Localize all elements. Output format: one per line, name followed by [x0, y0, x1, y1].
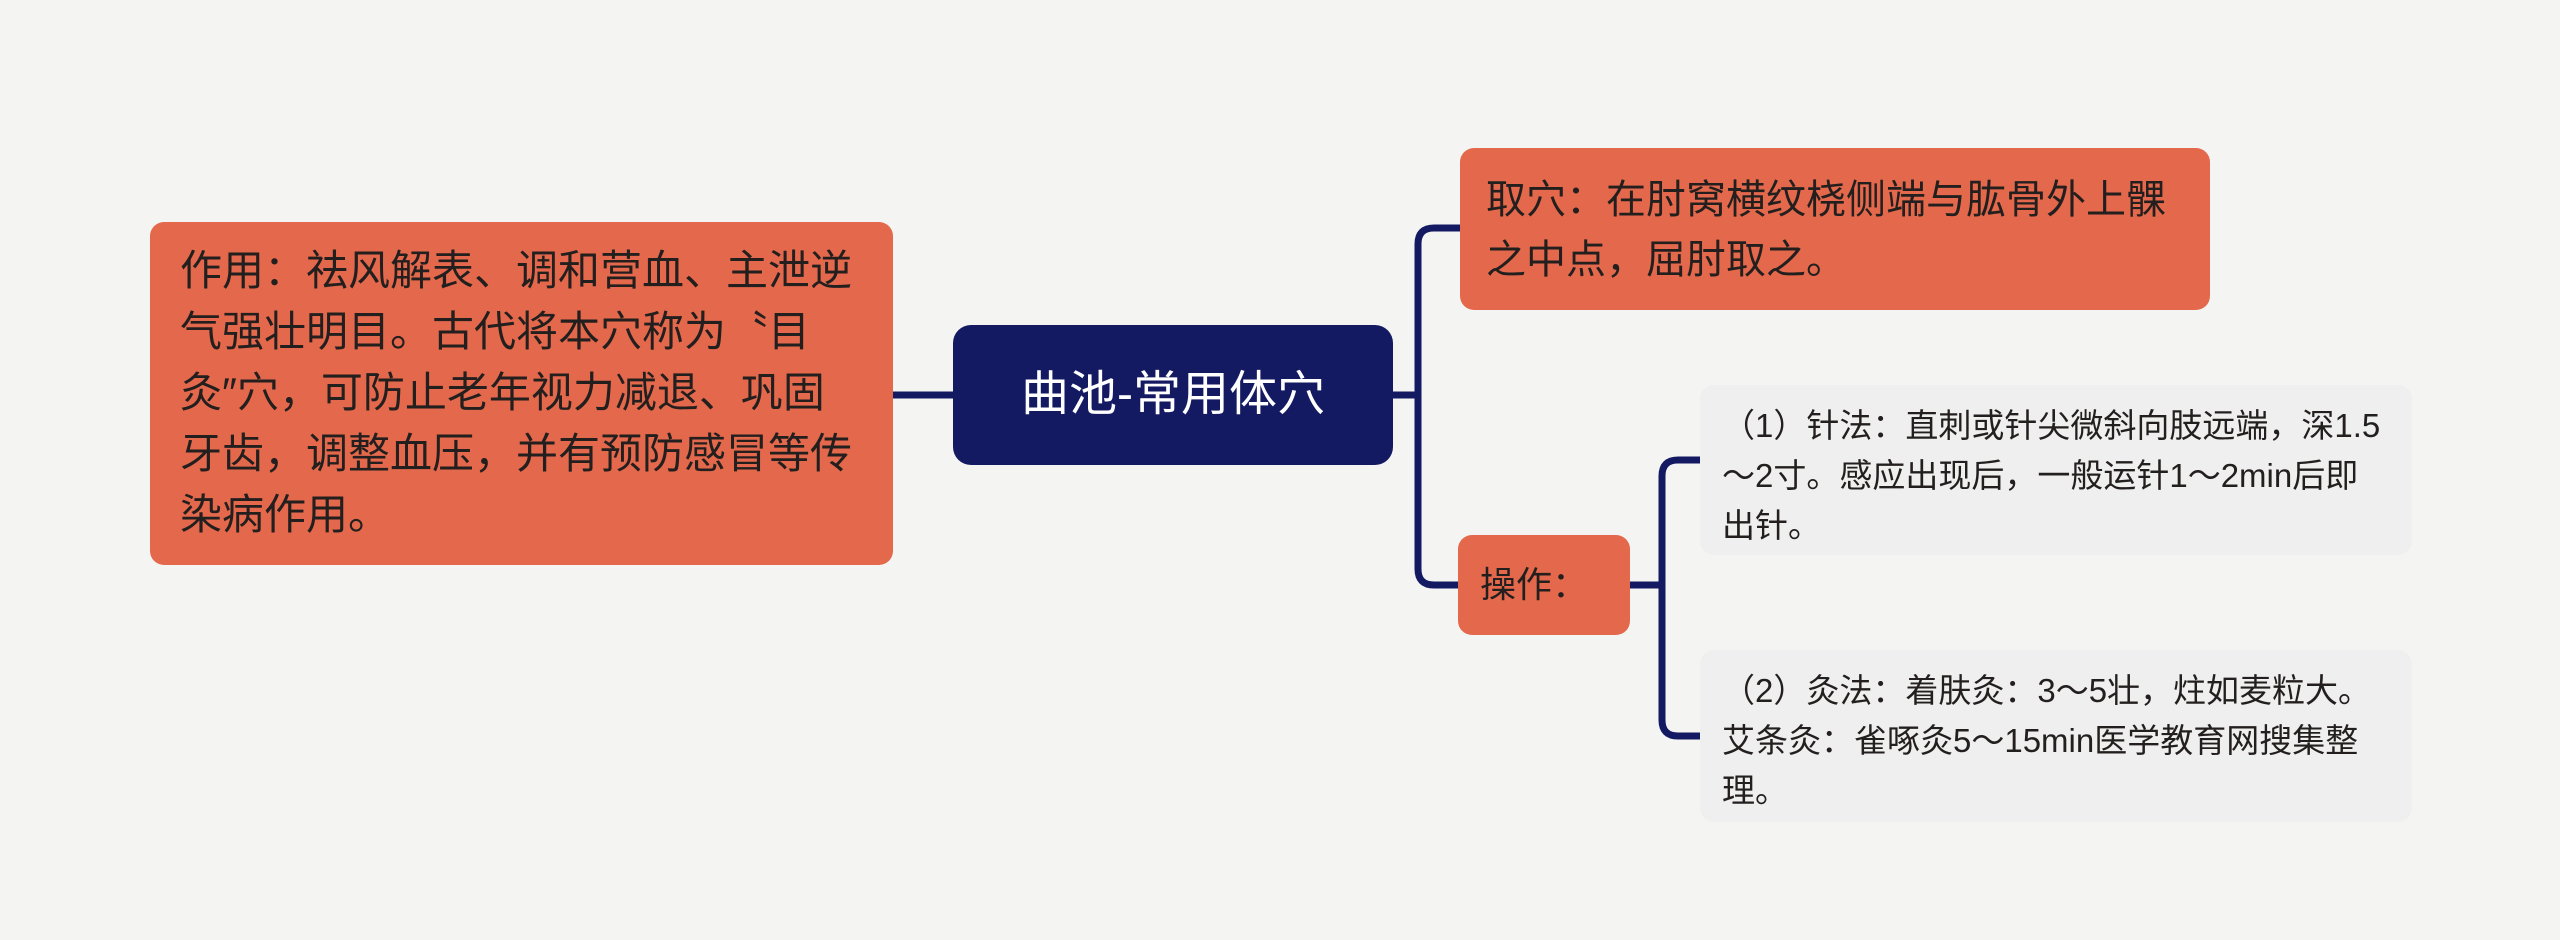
branch-node-location[interactable]: 取穴：在肘窝横纹桡侧端与肱骨外上髁之中点，屈肘取之。: [1460, 148, 2210, 310]
branch-node-location-label: 取穴：在肘窝横纹桡侧端与肱骨外上髁之中点，屈肘取之。: [1486, 178, 2166, 282]
connector-subtrunk-to-needling: [1658, 456, 1702, 585]
branch-node-operation-label: 操作：: [1480, 563, 1589, 605]
connector-subtrunk-to-moxibustion: [1658, 585, 1702, 740]
leaf-node-needling[interactable]: （1）针法：直刺或针尖微斜向肢远端，深1.5～2寸。感应出现后，一般运针1～2m…: [1700, 385, 2412, 555]
branch-node-effect[interactable]: 作用：祛风解表、调和营血、主泄逆气强壮明目。古代将本穴称为〝目灸″穴，可防止老年…: [150, 222, 893, 565]
root-node-label: 曲池-常用体穴: [1021, 368, 1325, 422]
root-node[interactable]: 曲池-常用体穴: [953, 325, 1393, 465]
branch-node-operation[interactable]: 操作：: [1458, 535, 1630, 635]
leaf-node-needling-label: （1）针法：直刺或针尖微斜向肢远端，深1.5～2寸。感应出现后，一般运针1～2m…: [1722, 407, 2381, 545]
leaf-node-moxibustion[interactable]: （2）灸法：着肤灸：3～5壮，炷如麦粒大。艾条灸：雀啄灸5～15min医学教育网…: [1700, 650, 2412, 822]
connector-trunk-to-operation: [1414, 395, 1460, 589]
leaf-node-moxibustion-label: （2）灸法：着肤灸：3～5壮，炷如麦粒大。艾条灸：雀啄灸5～15min医学教育网…: [1722, 672, 2372, 810]
connector-trunk-to-location: [1414, 224, 1460, 395]
branch-node-effect-label: 作用：祛风解表、调和营血、主泄逆气强壮明目。古代将本穴称为〝目灸″穴，可防止老年…: [180, 247, 853, 538]
